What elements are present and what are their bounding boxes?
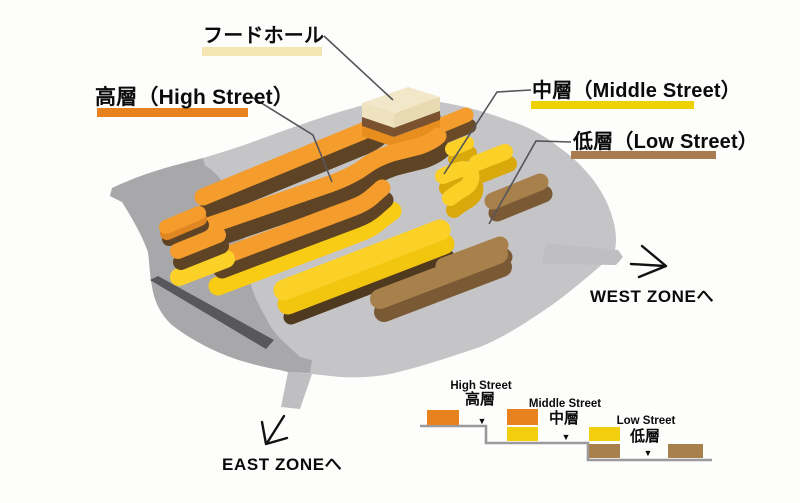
left-face <box>362 103 394 128</box>
legend-high-ja: 高層 <box>465 390 495 408</box>
legend-middle-en: Middle Street <box>529 398 601 410</box>
high-street-row-front <box>208 179 402 296</box>
brown-band <box>362 111 440 137</box>
top-face <box>210 179 391 267</box>
top-face <box>159 206 206 234</box>
callout-high: 高層（High Street） <box>95 85 294 117</box>
callout-low: 低層（Low Street） <box>571 129 758 159</box>
underline-food-hall <box>202 47 322 56</box>
top-face <box>199 127 447 235</box>
yellow-terrace <box>208 201 402 296</box>
front-face <box>488 185 553 222</box>
side-face <box>473 156 517 183</box>
cross-street-dark <box>150 276 274 349</box>
east-zone: EAST ZONEへ <box>222 414 342 474</box>
middle-street-long-bar <box>273 219 455 325</box>
east-road <box>281 372 312 409</box>
top-face <box>273 219 451 301</box>
front-face <box>394 97 440 128</box>
label-low: 低層（Low Street） <box>572 129 758 153</box>
dark-band <box>213 191 394 279</box>
callout-food-hall: フードホール <box>202 25 324 56</box>
terrace-block-left <box>170 227 235 286</box>
legend-low-marker: ▼ <box>644 448 653 458</box>
west-zone: WEST ZONEへ <box>590 244 714 306</box>
top-face <box>445 136 474 156</box>
legend-box-mid-yellow <box>507 427 538 441</box>
low-street-block-upper <box>484 173 553 222</box>
label-food-hall: フードホール <box>203 25 324 47</box>
legend-middle-marker: ▼ <box>562 432 571 442</box>
legend-box-low-yellow <box>589 427 620 441</box>
leader-food-hall <box>323 35 394 101</box>
roof <box>362 87 440 114</box>
underline-low <box>571 151 716 159</box>
top-face <box>429 107 474 135</box>
top-face <box>435 161 480 206</box>
top-face <box>170 227 226 259</box>
dark-band <box>173 238 229 270</box>
west-road <box>542 243 623 265</box>
top-face <box>469 144 513 171</box>
legend-low-ja: 低層 <box>629 427 660 445</box>
top-face <box>370 244 508 309</box>
callout-middle: 中層（Middle Street） <box>531 78 741 109</box>
middle-street-block-a <box>445 136 477 166</box>
leader-middle <box>443 89 532 175</box>
top-face <box>484 173 549 210</box>
legend-high-marker: ▼ <box>478 416 487 426</box>
legend-middle-ja: 中層 <box>549 409 579 427</box>
food-hall-building <box>362 87 440 147</box>
middle-street-block-curved <box>435 161 484 218</box>
front-face <box>203 141 451 249</box>
legend-low-en: Low Street <box>617 415 676 427</box>
legend-box-high-orange <box>427 410 459 425</box>
leader-high <box>249 95 333 183</box>
front-face <box>277 233 455 315</box>
high-street-row-middle <box>199 127 451 249</box>
leader-low <box>488 140 572 225</box>
legend-step-line <box>420 424 712 462</box>
base-shadow <box>283 249 455 325</box>
west-zone-label: WEST ZONEへ <box>590 287 714 306</box>
east-arrow-icon <box>260 414 289 446</box>
yellow-terrace <box>170 250 235 286</box>
east-zone-label: EAST ZONEへ <box>222 455 342 474</box>
legend-box-mid-orange <box>507 409 538 425</box>
west-arrow-icon <box>629 244 668 279</box>
orange-band <box>362 120 440 147</box>
low-street-block-front <box>370 244 512 322</box>
section-legend: High Street 高層 ▼ Middle Street 中層 ▼ Low … <box>420 380 712 462</box>
front-face <box>374 257 512 322</box>
legend-high-en: High Street <box>450 380 512 392</box>
middle-street-block-b <box>469 144 517 183</box>
label-middle: 中層（Middle Street） <box>532 78 741 102</box>
underline-high <box>97 108 248 117</box>
legend-box-low-brown <box>589 444 620 458</box>
legend-box-right-brown <box>668 444 703 458</box>
underline-middle <box>531 101 694 109</box>
label-high: 高層（High Street） <box>95 85 294 109</box>
high-street-block-left <box>159 206 209 246</box>
leader-lines <box>249 35 572 225</box>
side-face <box>448 146 477 166</box>
